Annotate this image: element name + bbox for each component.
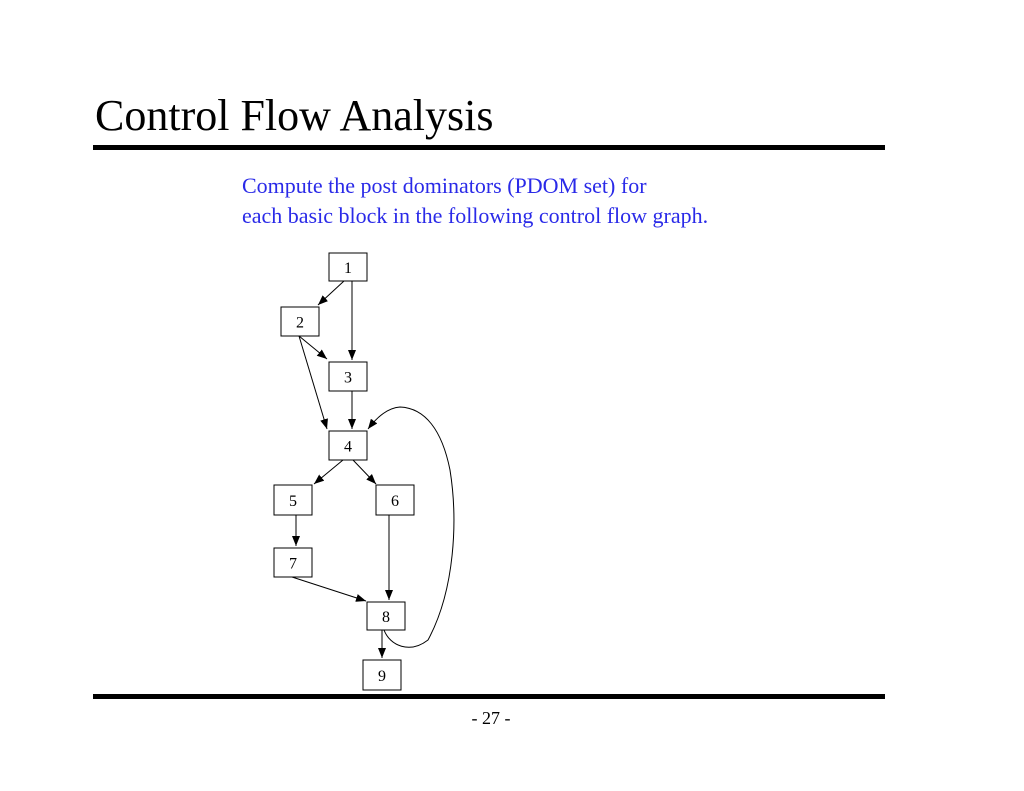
node-3: 3 [328,361,368,392]
edge-2-4 [298,335,328,430]
instructions-line-2: each basic block in the following contro… [242,203,709,228]
instructions-line-1: Compute the post dominators (PDOM set) f… [242,173,647,198]
node-8: 8 [366,601,406,631]
node-box-2 [280,306,320,337]
page-number: - 27 - [471,708,511,728]
node-box-8 [366,601,406,631]
node-5: 5 [273,484,313,516]
edge-2-3 [298,335,328,360]
edge-8-4 [367,406,455,648]
edges-layer [291,280,455,658]
node-label-2: 2 [296,315,304,332]
node-box-6 [375,484,415,516]
node-box-5 [273,484,313,516]
node-1: 1 [328,252,368,282]
node-9: 9 [362,659,402,691]
node-label-5: 5 [289,493,297,510]
edge-4-5 [313,459,344,485]
node-label-7: 7 [289,556,297,573]
node-label-9: 9 [378,668,386,685]
node-box-7 [273,547,313,578]
edge-1-2 [317,280,345,306]
title-divider [93,145,885,150]
edge-4-6 [352,459,377,485]
node-label-6: 6 [391,493,399,510]
footer-divider [93,694,885,699]
node-box-3 [328,361,368,392]
node-label-1: 1 [344,260,352,277]
node-label-3: 3 [344,370,352,387]
node-2: 2 [280,306,320,337]
node-6: 6 [375,484,415,516]
nodes-layer: 1 2 3 4 5 6 7 8 9 [273,252,415,691]
node-4: 4 [328,430,368,461]
node-label-4: 4 [344,439,352,456]
node-box-4 [328,430,368,461]
node-box-9 [362,659,402,691]
node-box-1 [328,252,368,282]
node-label-8: 8 [382,609,390,626]
node-7: 7 [273,547,313,578]
instructions-text: Compute the post dominators (PDOM set) f… [242,171,708,231]
slide-title: Control Flow Analysis [95,91,494,140]
edge-7-8 [291,576,367,602]
